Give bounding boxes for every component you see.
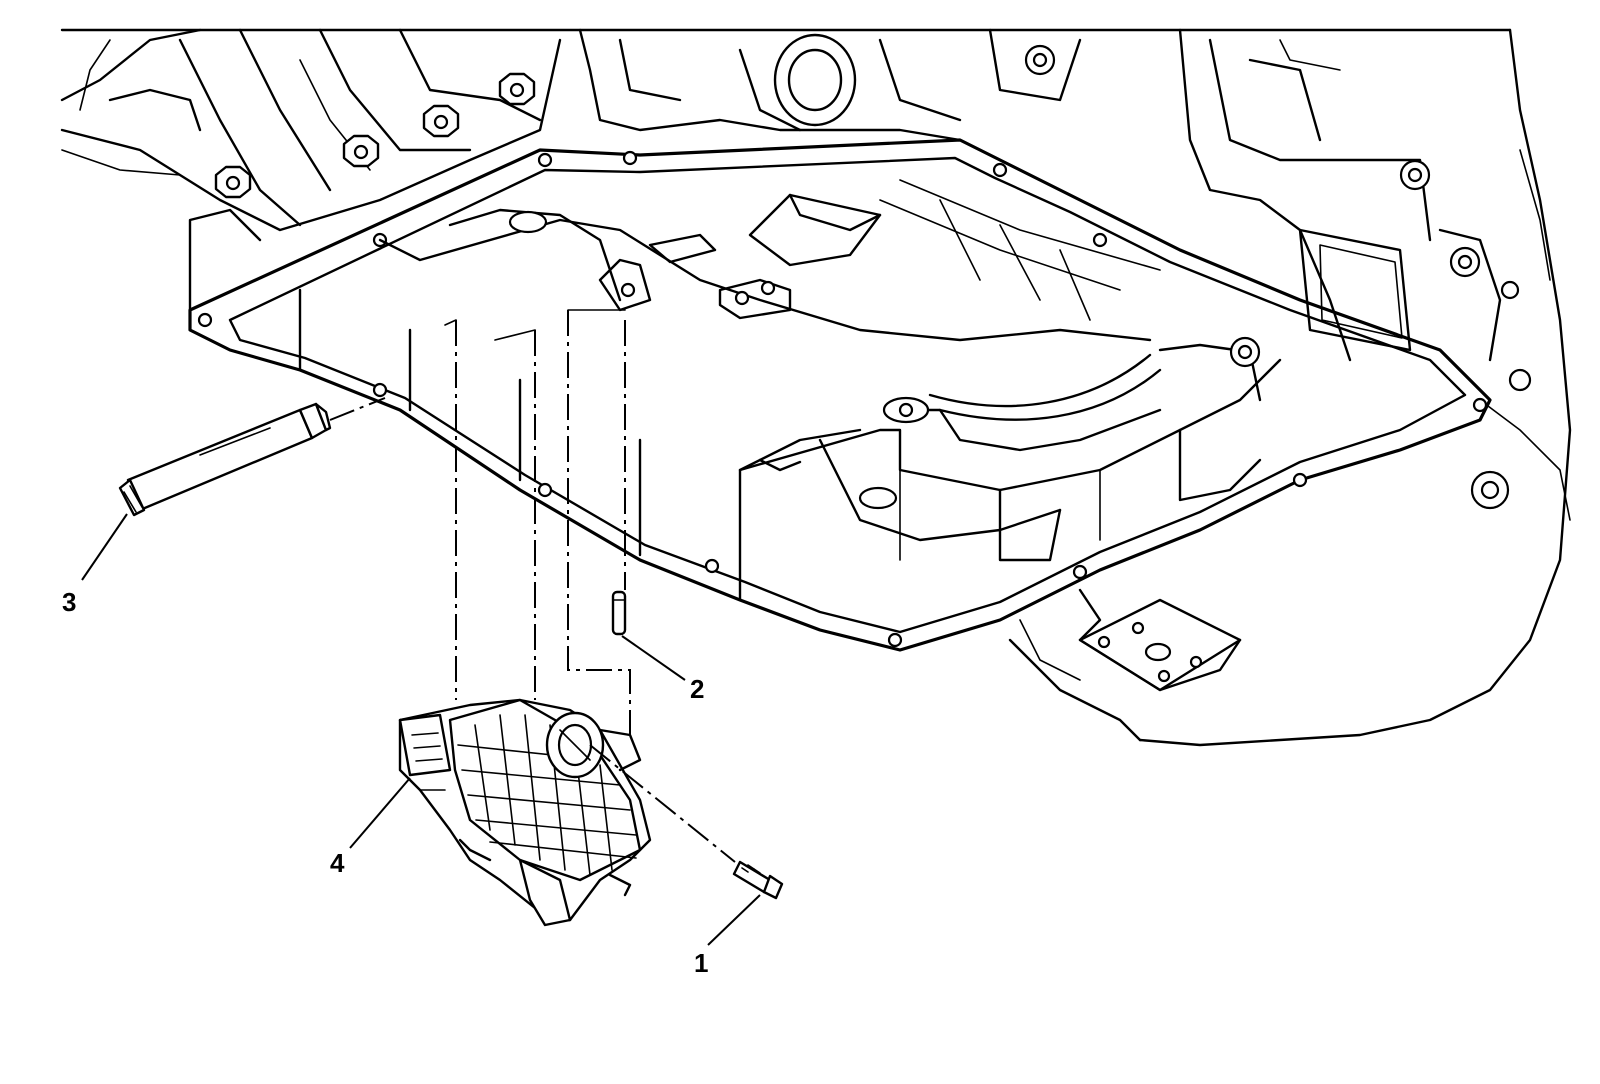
callout-2: 2: [621, 635, 704, 704]
callout-2-label: 2: [690, 674, 704, 704]
locating-pin: [611, 590, 627, 636]
mounting-bolt: [732, 860, 784, 900]
assembly-centerlines: [444, 309, 736, 863]
callout-1: 1: [694, 894, 761, 978]
valve-cover-bolt: [498, 72, 536, 106]
oil-level-indicator-tube: [118, 397, 386, 517]
oil-pan: [188, 138, 1492, 742]
callout-4: 4: [330, 777, 411, 878]
oil-pump-screen-assembly: [398, 698, 652, 927]
callout-3: 3: [62, 513, 128, 617]
callout-1-label: 1: [694, 948, 708, 978]
valve-cover-bolt: [214, 165, 252, 199]
callout-4-label: 4: [330, 848, 345, 878]
engine-block: [60, 28, 1572, 747]
callout-3-label: 3: [62, 587, 76, 617]
valve-cover-bolt: [342, 134, 380, 168]
valve-cover-bolt: [422, 104, 460, 138]
